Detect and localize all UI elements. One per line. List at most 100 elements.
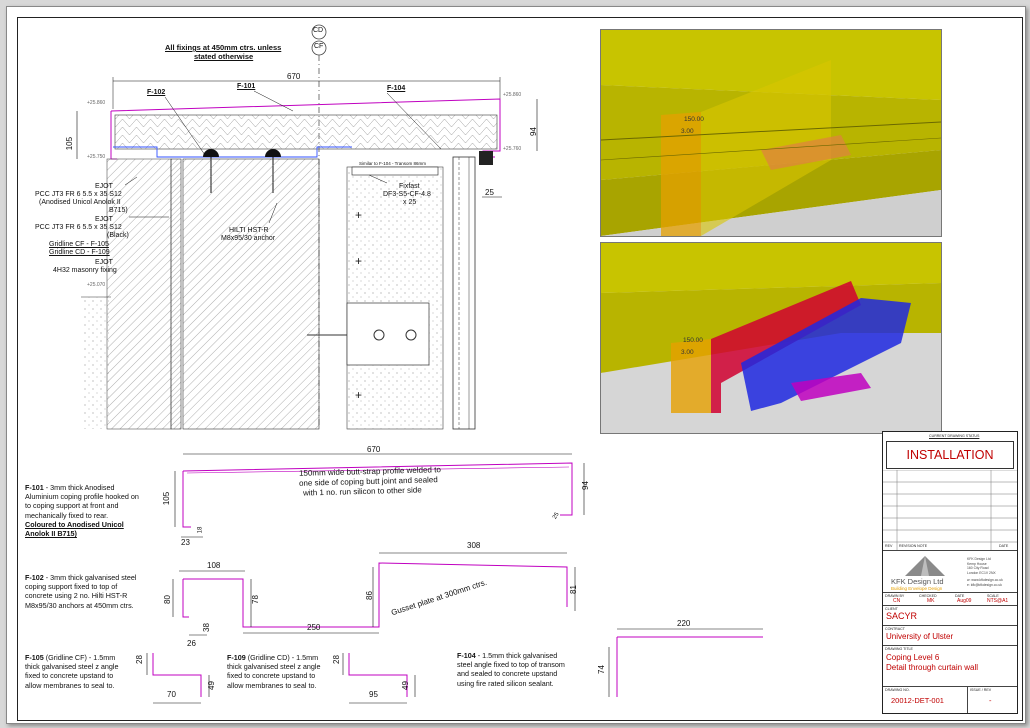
tag-f104: F-104 <box>387 85 406 92</box>
f102-dim-308: 308 <box>467 541 481 550</box>
f102-dim-86: 86 <box>364 591 374 600</box>
note-f101-colour1: Coloured to Anodised Unicol <box>25 519 124 529</box>
f101-dim-width: 670 <box>367 445 381 454</box>
gridline-cf-label: Gridline CF - F-105 <box>49 241 109 248</box>
hilti-label: HILTI HST-R <box>229 227 269 234</box>
note-f102-text2: coping support fixed to top of <box>25 582 118 592</box>
tb-address: KFK Design Ltd Kemp House 160 City Road … <box>967 557 1003 588</box>
note-f102-text4: M8x95/30 anchors at 450mm ctrs. <box>25 600 134 610</box>
f102-dim-108: 108 <box>207 561 221 570</box>
title-block: CURRENT DRAWING STATUS INSTALLATION REV … <box>882 431 1018 714</box>
render-bottom-dim1: 150.00 <box>683 337 703 344</box>
render-top-image <box>601 30 941 236</box>
f102-dim-78: 78 <box>250 595 260 604</box>
tb-address2: Kemp House <box>967 561 987 566</box>
note-f104-text2: steel angle fixed to top of transom <box>457 660 565 670</box>
ejot1-spec: PCC JT3 FR 6 5.5 x 35 S12 <box>35 191 122 198</box>
f109-dim-28: 28 <box>331 655 341 664</box>
note-f101: F-101 - 3mm thick Anodised Aluminium cop… <box>25 483 139 538</box>
render-bottom-image <box>601 243 941 433</box>
ejot1-note: (Anodised Unicol Anolok II <box>39 199 121 206</box>
note-f105-text2: thick galvanised steel z angle <box>25 662 119 672</box>
tb-client: SACYR <box>886 611 918 621</box>
tb-rev-label: ISSUE / REV <box>970 688 992 692</box>
note-f109-text4: allow membranes to seal to. <box>227 680 317 690</box>
tb-title-label: DRAWING TITLE <box>885 647 913 651</box>
tb-drawing-no-label: DRAWING No. <box>885 688 910 692</box>
drawing-sheet: + + + <box>6 6 1026 724</box>
ejot3-spec: 4H32 masonry fixing <box>53 267 117 274</box>
render-top: 150.00 3.00 <box>600 29 942 237</box>
note-f101-colour2: Anolok II B715) <box>25 529 77 539</box>
drawing-frame <box>17 17 1023 721</box>
render-bottom-dim2: 3.00 <box>681 349 694 356</box>
level-left2: +25.750 <box>87 154 106 160</box>
f102-dim-81: 81 <box>568 585 578 594</box>
small-label: Similar to F-104 - Transom 86mm <box>359 161 427 166</box>
tb-title2: Detail through curtain wall <box>886 663 979 672</box>
note-f101-text3: to coping support at front and <box>25 501 119 511</box>
plan-dim-height-left: 105 <box>65 136 75 151</box>
tb-date: Aug09 <box>957 598 972 604</box>
tb-title1: Coping Level 6 <box>886 653 940 662</box>
svg-text:+: + <box>355 388 362 402</box>
f105-dim-70: 70 <box>167 690 176 699</box>
note-f105-text4: allow membranes to seal to. <box>25 680 115 690</box>
note-f109-title: F-109 <box>227 653 246 662</box>
render-bottom: 150.00 3.00 <box>600 242 942 434</box>
ejot3-label: EJOT <box>95 259 113 266</box>
tb-status-box: INSTALLATION <box>886 441 1014 469</box>
f102-dim-80: 80 <box>162 595 172 604</box>
f109-dim-49: 49 <box>400 681 410 690</box>
tb-company: KFK Design Ltd <box>891 577 944 586</box>
ejot1-label: EJOT <box>95 183 113 190</box>
note-f109-text3: fixed to concrete upstand to <box>227 671 316 681</box>
ejot2-label: EJOT <box>95 216 113 223</box>
tb-status-label: CURRENT DRAWING STATUS <box>929 434 980 438</box>
f104-dim-220: 220 <box>677 619 691 628</box>
f109-dim-95: 95 <box>369 690 378 699</box>
tb-scale-label: SCALE <box>987 594 999 598</box>
svg-text:+: + <box>355 208 362 222</box>
tb-rev-col: REV <box>885 544 893 548</box>
note-f101-text2: Aluminium coping profile hooked on <box>25 492 139 502</box>
tb-address3: 160 City Road <box>967 566 989 571</box>
note-f104-text1: - 1.5mm thick galvanised <box>475 651 558 660</box>
note-f105-text1: (Gridline CF) - 1.5mm <box>43 653 116 662</box>
kfk-logo-icon <box>905 556 945 576</box>
note-f109: F-109 (Gridline CD) - 1.5mm thick galvan… <box>227 653 321 690</box>
plan-dim-25: 25 <box>485 188 494 197</box>
f101-dim-18: 18 <box>197 526 204 534</box>
tb-scale: NTS@A1 <box>987 598 1009 604</box>
f105-dim-49: 49 <box>206 681 216 690</box>
tag-f102: F-102 <box>147 89 166 96</box>
note-f105-title: F-105 <box>25 653 44 662</box>
level-right: +25.860 <box>503 92 522 98</box>
tb-checked-label: CHECKED <box>919 594 937 598</box>
section-drawing: + + + <box>76 24 763 704</box>
note-f102-title: F-102 <box>25 573 44 582</box>
svg-text:+: + <box>355 254 362 268</box>
note-f101-text1: - 3mm thick Anodised <box>43 483 115 492</box>
plan-dim-width: 670 <box>287 72 301 81</box>
tb-revision-grid <box>883 470 1017 550</box>
note-f104-text4: using fire rated silicon sealant. <box>457 678 554 688</box>
tb-contract: University of Ulster <box>886 632 954 641</box>
f102-dim-38: 38 <box>201 623 211 632</box>
f105-dim-28: 28 <box>134 655 144 664</box>
tb-rev: - <box>989 696 992 705</box>
note-f102-text3: concrete using 2 no. Hilti HST-R <box>25 591 128 601</box>
f102-dim-250: 250 <box>307 623 321 632</box>
ejot2-spec: PCC JT3 FR 6 5.5 x 35 S12 <box>35 224 122 231</box>
note-f104-text3: and sealed to concrete upstand <box>457 669 558 679</box>
fixfast-spec2: x 25 <box>403 199 417 206</box>
ejot1-note2: B715) <box>109 207 128 214</box>
note-f104: F-104 - 1.5mm thick galvanised steel ang… <box>457 651 565 688</box>
tb-address4: London EC1V 2NX <box>967 570 996 575</box>
note-f101-text4: mechanically fixed to rear. <box>25 510 109 520</box>
note-f109-text1: (Gridline CD) - 1.5mm <box>245 653 319 662</box>
gridline-cd-label: Gridline CD - F-109 <box>49 249 110 256</box>
tb-checked: MK <box>927 598 935 604</box>
level-low: +25.070 <box>87 282 106 288</box>
note-f102: F-102 - 3mm thick galvanised steel copin… <box>25 573 136 610</box>
